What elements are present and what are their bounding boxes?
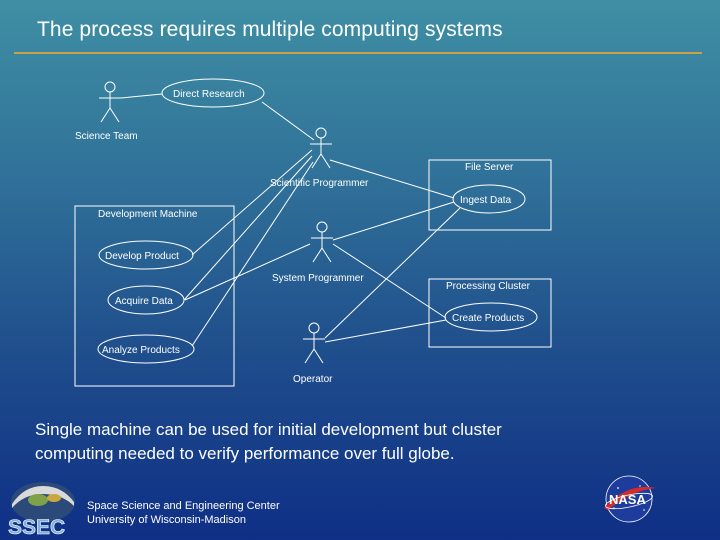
actor-scientific-programmer-label: Scientific Programmer [270, 178, 369, 189]
slide-caption: Single machine can be used for initial d… [35, 418, 675, 466]
ssec-logo-text: SSEC [8, 516, 65, 538]
caption-line-2: computing needed to verify performance o… [35, 444, 455, 463]
footer-line-1: Space Science and Engineering Center [87, 500, 280, 512]
use-case-direct-research-label: Direct Research [173, 89, 245, 100]
actor-operator-figure [303, 322, 325, 364]
use-case-acquire-data-label: Acquire Data [115, 296, 173, 307]
use-case-develop-product [98, 240, 194, 270]
association-lines [120, 93, 461, 347]
processing-cluster-boundary [428, 278, 552, 348]
actor-operator-label: Operator [293, 374, 333, 385]
actor-scientific-programmer-figure [310, 127, 332, 169]
file-server-label: File Server [465, 162, 514, 173]
actor-science-team-figure [99, 81, 121, 123]
actor-system-programmer-figure [311, 221, 333, 263]
title-divider [14, 52, 702, 54]
footer-line-2: University of Wisconsin-Madison [87, 514, 246, 526]
development-machine-boundary [74, 205, 235, 387]
use-case-analyze-products-label: Analyze Products [102, 345, 180, 356]
use-case-create-products-label: Create Products [452, 313, 524, 324]
processing-cluster-label: Processing Cluster [446, 281, 531, 292]
footer-institution: Space Science and Engineering Center Uni… [87, 499, 280, 527]
file-server-boundary [428, 159, 552, 231]
slide-title: The process requires multiple computing … [37, 18, 503, 41]
actor-science-team-label: Science Team [75, 131, 138, 142]
use-case-ingest-data [452, 184, 526, 214]
actor-system-programmer-label: System Programmer [272, 273, 364, 284]
use-case-ingest-data-label: Ingest Data [460, 195, 512, 206]
use-case-direct-research [161, 78, 265, 108]
nasa-logo-text: NASA [609, 492, 646, 507]
use-case-analyze-products [97, 334, 195, 364]
nasa-logo: NASA [604, 475, 656, 523]
use-case-develop-product-label: Develop Product [105, 251, 179, 262]
ssec-logo: SSEC [8, 482, 75, 538]
caption-line-1: Single machine can be used for initial d… [35, 420, 502, 439]
development-machine-label: Development Machine [98, 209, 198, 220]
